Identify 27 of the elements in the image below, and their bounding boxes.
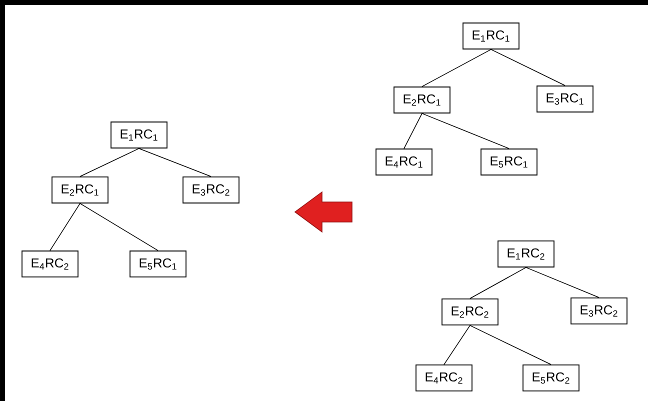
tree-node-box: E$_{3}$RC$_{2}$ [182, 176, 240, 204]
connector-line [404, 113, 422, 149]
connector-line [470, 325, 552, 365]
tree-node-box: E$_{1}$RC$_{1}$ [110, 122, 168, 148]
connector-line [138, 148, 212, 177]
tree-node-box: E$_{4}$RC$_{2}$ [22, 250, 78, 278]
connector-line [444, 325, 470, 365]
tree-node-box: E$_{4}$RC$_{2}$ [416, 364, 472, 392]
tree-node-box: E$_{2}$RC$_{2}$ [442, 298, 498, 326]
tree-node-box: E$_{5}$RC$_{2}$ [522, 364, 580, 392]
tree-node-box: E$_{5}$RC$_{1}$ [480, 148, 538, 176]
connector-line [422, 113, 510, 149]
tree-node-box: E$_{1}$RC$_{2}$ [498, 240, 554, 268]
tree-node-box: E$_{1}$RC$_{1}$ [462, 22, 520, 50]
tree-node-box: E$_{2}$RC$_{1}$ [52, 176, 108, 204]
connector-line [470, 267, 526, 299]
connector-line [80, 148, 140, 177]
connector-line [490, 49, 566, 86]
tree-node-box: E$_{3}$RC$_{2}$ [570, 298, 628, 324]
connector-line [422, 49, 492, 87]
connector-line [80, 203, 158, 251]
connector-line [50, 203, 80, 251]
tree-node-box: E$_{2}$RC$_{1}$ [394, 86, 450, 114]
tree-node-box: E$_{3}$RC$_{1}$ [536, 86, 594, 112]
tree-node-box: E$_{4}$RC$_{1}$ [376, 148, 432, 176]
tree-node-box: E$_{5}$RC$_{1}$ [130, 250, 186, 278]
connector-line [526, 267, 600, 298]
